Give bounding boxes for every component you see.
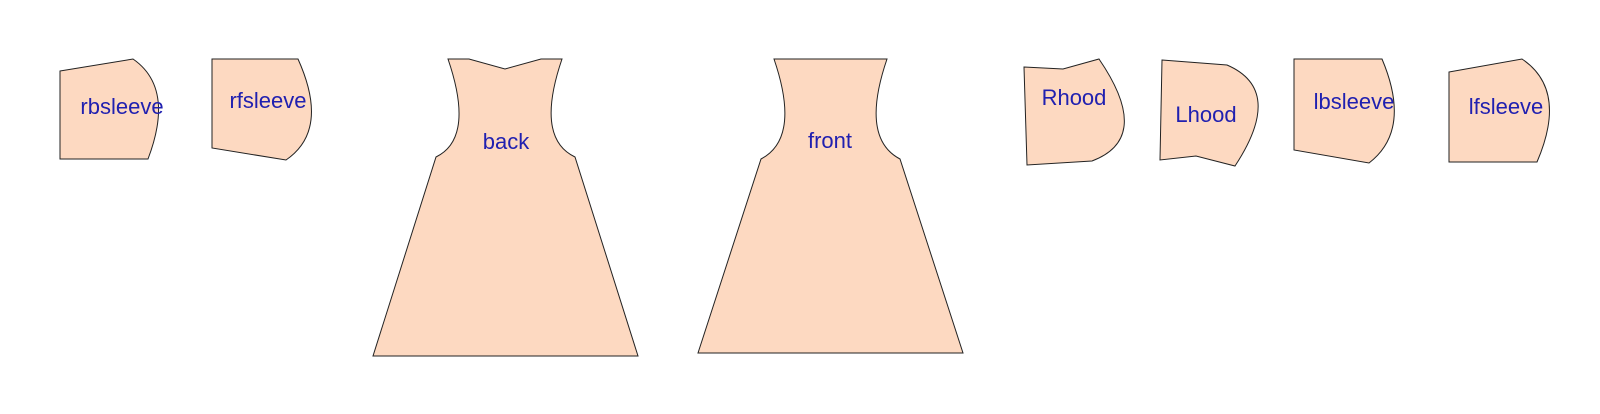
piece-rbsleeve-label: rbsleeve — [80, 94, 163, 119]
piece-lhood-label: Lhood — [1175, 102, 1236, 127]
piece-rbsleeve-shape — [59, 58, 160, 160]
piece-rbsleeve[interactable]: rbsleeve — [59, 58, 164, 160]
piece-lfsleeve[interactable]: lfsleeve — [1448, 58, 1550, 163]
piece-front-label: front — [808, 128, 852, 153]
piece-front-shape — [697, 58, 964, 354]
piece-lbsleeve-label: lbsleeve — [1314, 89, 1395, 114]
piece-rhood-label: Rhood — [1042, 85, 1107, 110]
piece-back-shape — [372, 58, 639, 357]
piece-rhood[interactable]: Rhood — [1023, 58, 1125, 166]
piece-lhood[interactable]: Lhood — [1159, 59, 1259, 167]
piece-lfsleeve-shape — [1448, 58, 1550, 163]
piece-rfsleeve-label: rfsleeve — [229, 88, 306, 113]
piece-rhood-shape — [1023, 58, 1125, 166]
piece-lbsleeve[interactable]: lbsleeve — [1293, 58, 1395, 164]
piece-back[interactable]: back — [372, 58, 639, 357]
piece-lhood-shape — [1159, 59, 1259, 167]
piece-front[interactable]: front — [697, 58, 964, 354]
piece-rfsleeve[interactable]: rfsleeve — [211, 58, 312, 161]
piece-back-label: back — [483, 129, 530, 154]
piece-lfsleeve-label: lfsleeve — [1469, 94, 1544, 119]
piece-lbsleeve-shape — [1293, 58, 1395, 164]
piece-rfsleeve-shape — [211, 58, 312, 161]
